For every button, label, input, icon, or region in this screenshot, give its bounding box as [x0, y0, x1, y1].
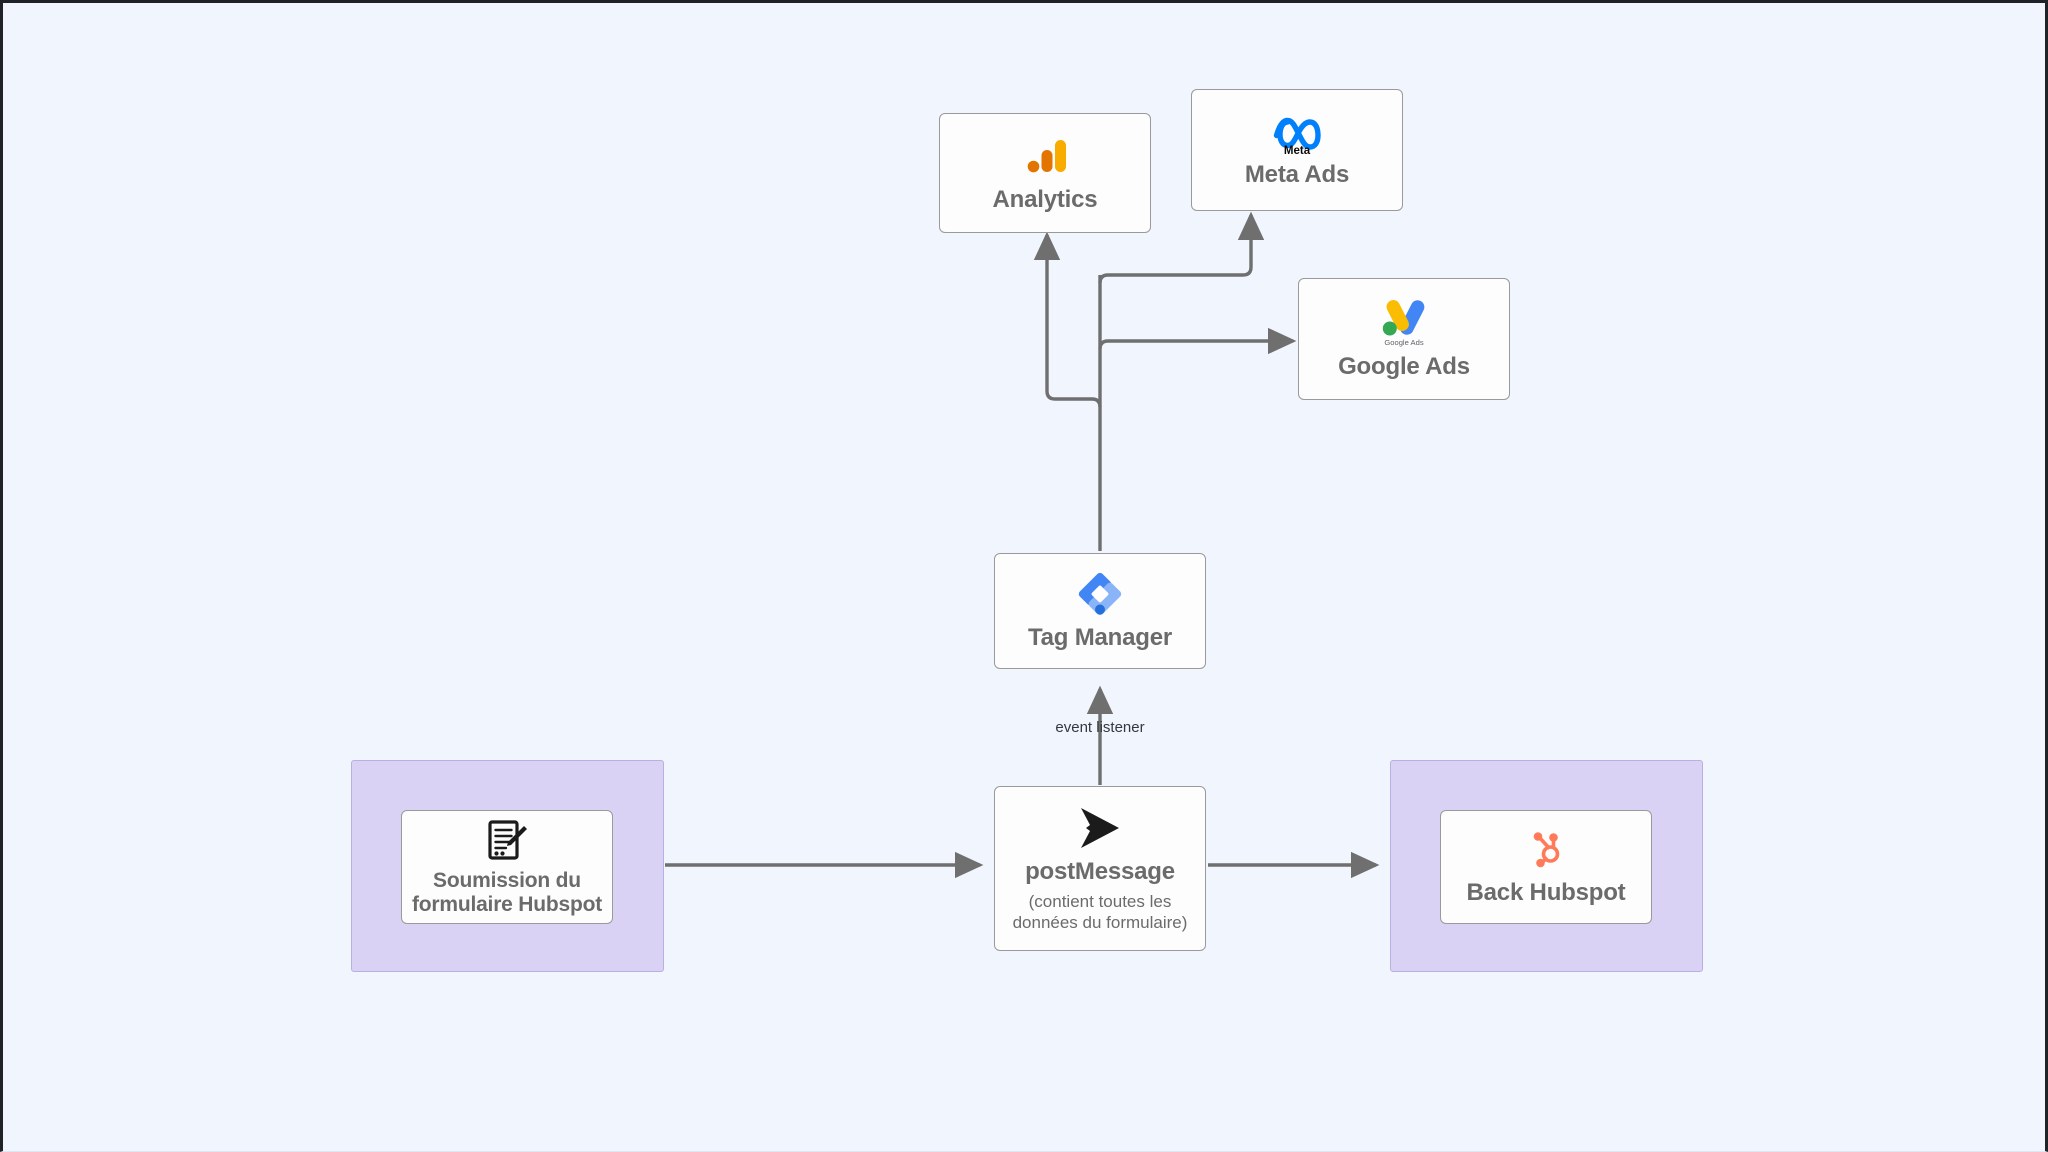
- google-ads-icon: Google Ads: [1376, 297, 1432, 347]
- node-google-ads-label: Google Ads: [1338, 353, 1470, 381]
- node-analytics[interactable]: Analytics: [939, 113, 1151, 233]
- node-post-message-subtitle: (contient toutes les données du formulai…: [1013, 891, 1188, 934]
- node-post-message-subtitle-line2: données du formulaire): [1012, 912, 1188, 932]
- node-analytics-label: Analytics: [992, 186, 1098, 214]
- node-form-submission-line1: Soumission du: [433, 868, 581, 892]
- node-meta-ads[interactable]: Meta Meta Ads: [1191, 89, 1403, 211]
- node-tag-manager[interactable]: Tag Manager: [994, 553, 1206, 669]
- edge-label-event-listener: event listener: [1055, 719, 1145, 736]
- form-document-pencil-icon: [484, 817, 530, 863]
- edge-tagmanager-to-googleads: [1098, 327, 1297, 355]
- node-post-message-label: postMessage: [1025, 857, 1175, 885]
- edge-tagmanager-to-analytics: [1033, 231, 1102, 408]
- node-form-submission-label: Soumission du formulaire Hubspot: [412, 869, 602, 917]
- node-post-message-subtitle-line1: (contient toutes les: [1028, 891, 1172, 911]
- node-back-hubspot-label: Back Hubspot: [1466, 879, 1626, 907]
- google-analytics-icon: [1021, 132, 1069, 180]
- meta-icon: Meta: [1266, 111, 1328, 157]
- node-tag-manager-label: Tag Manager: [1027, 624, 1173, 652]
- svg-text:Google Ads: Google Ads: [1384, 338, 1423, 347]
- node-post-message[interactable]: postMessage (contient toutes les données…: [994, 786, 1206, 951]
- google-tag-manager-icon: [1076, 570, 1124, 618]
- node-google-ads[interactable]: Google Ads Google Ads: [1298, 278, 1510, 400]
- node-form-submission[interactable]: Soumission du formulaire Hubspot: [401, 810, 613, 924]
- svg-text:Meta: Meta: [1284, 145, 1311, 155]
- hubspot-icon: [1523, 827, 1569, 873]
- node-meta-ads-label: Meta Ads: [1244, 161, 1350, 189]
- node-form-submission-line2: formulaire Hubspot: [411, 893, 603, 916]
- node-back-hubspot[interactable]: Back Hubspot: [1440, 810, 1652, 924]
- send-arrow-icon: [1074, 804, 1126, 852]
